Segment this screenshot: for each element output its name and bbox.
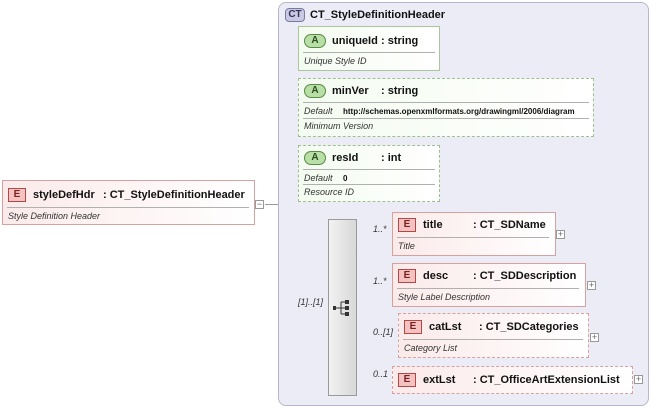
element-type: : CT_SDCategories	[479, 321, 579, 333]
attribute-default-value: http://schemas.openxmlformats.org/drawin…	[343, 107, 575, 116]
attribute-type: : string	[381, 85, 419, 97]
root-element-type: : CT_StyleDefinitionHeader	[103, 189, 245, 201]
element-type: : CT_SDName	[473, 219, 546, 231]
separator	[303, 169, 435, 170]
attribute-badge: A	[304, 84, 326, 98]
sequence-compositor[interactable]	[328, 219, 357, 396]
separator	[303, 184, 435, 185]
element-description: Category List	[404, 343, 458, 353]
attribute-minver-box[interactable]: A minVer : string Default http://schemas…	[298, 78, 594, 137]
element-occurrence: 1..*	[373, 276, 387, 286]
attribute-badge: A	[304, 151, 326, 165]
attribute-type: : int	[381, 152, 402, 164]
element-badge: E	[8, 188, 26, 202]
expand-icon[interactable]: +	[556, 229, 565, 239]
attribute-default-label: Default	[304, 106, 333, 116]
element-name: desc	[423, 270, 449, 282]
element-description: Style Label Description	[398, 292, 491, 302]
separator	[303, 118, 589, 119]
separator	[397, 237, 549, 238]
complex-type-name: CT_StyleDefinitionHeader	[310, 9, 446, 21]
element-type: : CT_OfficeArtExtensionList	[473, 374, 620, 386]
root-element-name: styleDefHdr	[33, 189, 95, 201]
element-occurrence: 0..1	[373, 369, 389, 379]
attribute-description: Minimum Version	[304, 121, 374, 131]
separator	[303, 102, 589, 103]
attribute-description: Resource ID	[304, 187, 355, 197]
element-catlst-box[interactable]: E catLst : CT_SDCategories Category List	[398, 313, 589, 358]
attribute-type: : string	[381, 35, 419, 47]
separator	[303, 52, 435, 53]
root-element-description: Style Definition Header	[8, 211, 101, 221]
sequence-icon	[333, 300, 349, 316]
separator	[403, 339, 583, 340]
attribute-resid-box[interactable]: A resId : int Default 0 Resource ID	[298, 145, 440, 202]
element-desc-box[interactable]: E desc : CT_SDDescription Style Label De…	[392, 263, 586, 307]
expand-icon[interactable]: +	[634, 374, 643, 384]
element-badge: E	[398, 373, 416, 387]
separator	[7, 207, 249, 208]
separator	[397, 288, 579, 289]
element-name: catLst	[429, 321, 462, 333]
expand-icon[interactable]: +	[590, 332, 599, 342]
element-name: title	[423, 219, 443, 231]
attribute-default-value: 0	[343, 174, 348, 183]
attribute-badge: A	[304, 34, 326, 48]
sequence-occurrence: [1]..[1]	[298, 297, 324, 307]
attribute-description: Unique Style ID	[304, 56, 367, 66]
element-badge: E	[398, 218, 416, 232]
element-description: Title	[398, 241, 415, 251]
element-type: : CT_SDDescription	[473, 270, 577, 282]
collapse-icon[interactable]: −	[255, 199, 264, 209]
element-occurrence: 0..[1]	[373, 327, 394, 337]
attribute-uniqueid-box[interactable]: A uniqueId : string Unique Style ID	[298, 26, 440, 71]
attribute-name: uniqueId	[332, 35, 378, 47]
attribute-name: resId	[332, 152, 359, 164]
attribute-name: minVer	[332, 85, 369, 97]
element-badge: E	[398, 269, 416, 283]
complex-type-badge: CT	[285, 8, 305, 22]
element-title-box[interactable]: E title : CT_SDName Title	[392, 212, 556, 256]
connector-root-to-ct	[265, 204, 288, 205]
element-name: extLst	[423, 374, 456, 386]
expand-icon[interactable]: +	[587, 280, 596, 290]
element-extlst-box[interactable]: E extLst : CT_OfficeArtExtensionList	[392, 366, 633, 394]
element-badge: E	[404, 320, 422, 334]
root-element-box[interactable]: E styleDefHdr : CT_StyleDefinitionHeader…	[2, 180, 255, 225]
attribute-default-label: Default	[304, 173, 333, 183]
element-occurrence: 1..*	[373, 224, 387, 234]
